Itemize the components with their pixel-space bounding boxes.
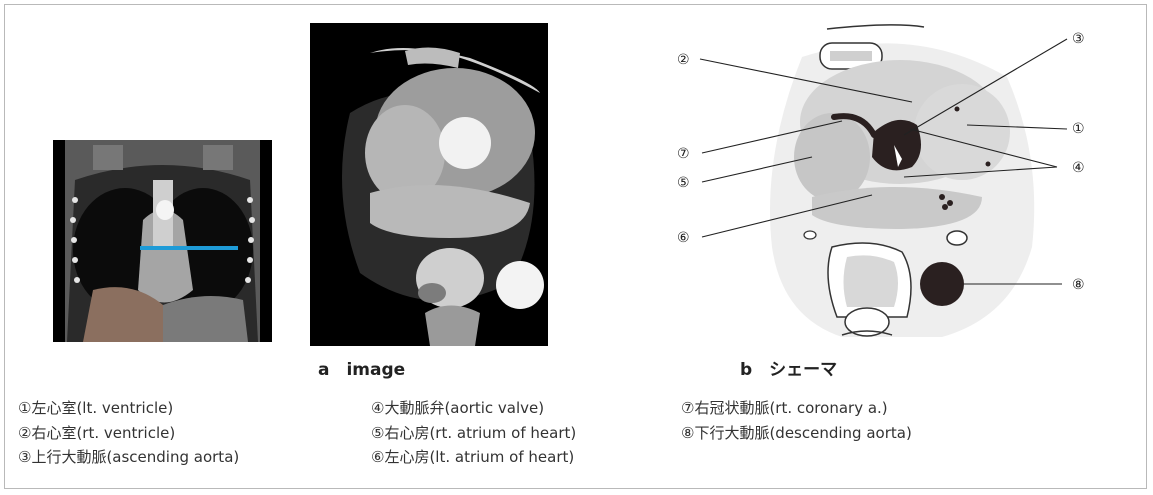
- callout-4: ④: [1072, 160, 1085, 176]
- caption-a: a image: [318, 355, 405, 380]
- slice-marker-line: [140, 246, 238, 250]
- legend-item: ①左心室(lt. ventricle): [18, 396, 239, 421]
- caption-b: b シェーマ: [740, 355, 837, 380]
- callout-1: ①: [1072, 121, 1085, 137]
- coronal-ct-image: [53, 140, 272, 342]
- callout-5: ⑤: [677, 175, 690, 191]
- legend-column-2: ④大動脈弁(aortic valve) ⑤右心房(rt. atrium of h…: [371, 396, 576, 470]
- legend-item: ③上行大動脈(ascending aorta): [18, 445, 239, 470]
- callout-2: ②: [677, 52, 690, 68]
- callout-6: ⑥: [677, 230, 690, 246]
- legend-item: ⑧下行大動脈(descending aorta): [681, 421, 912, 446]
- legend-item: ②右心室(rt. ventricle): [18, 421, 239, 446]
- legend-item: ④大動脈弁(aortic valve): [371, 396, 576, 421]
- callout-3: ③: [1072, 31, 1085, 47]
- left-ventricle: [914, 84, 1010, 180]
- heart-schema: ② ⑦ ⑤ ⑥ ③ ① ④ ⑧: [662, 17, 1102, 345]
- axial-ct-image: [310, 23, 548, 346]
- callout-7: ⑦: [677, 146, 690, 162]
- descending-aorta: [920, 262, 964, 306]
- legend-column-1: ①左心室(lt. ventricle) ②右心室(rt. ventricle) …: [18, 396, 239, 470]
- callout-8: ⑧: [1072, 277, 1085, 293]
- right-atrium: [794, 113, 870, 201]
- legend-column-3: ⑦右冠状動脈(rt. coronary a.) ⑧下行大動脈(descendin…: [681, 396, 912, 445]
- legend-item: ⑥左心房(lt. atrium of heart): [371, 445, 576, 470]
- legend-item: ⑤右心房(rt. atrium of heart): [371, 421, 576, 446]
- legend-item: ⑦右冠状動脈(rt. coronary a.): [681, 396, 912, 421]
